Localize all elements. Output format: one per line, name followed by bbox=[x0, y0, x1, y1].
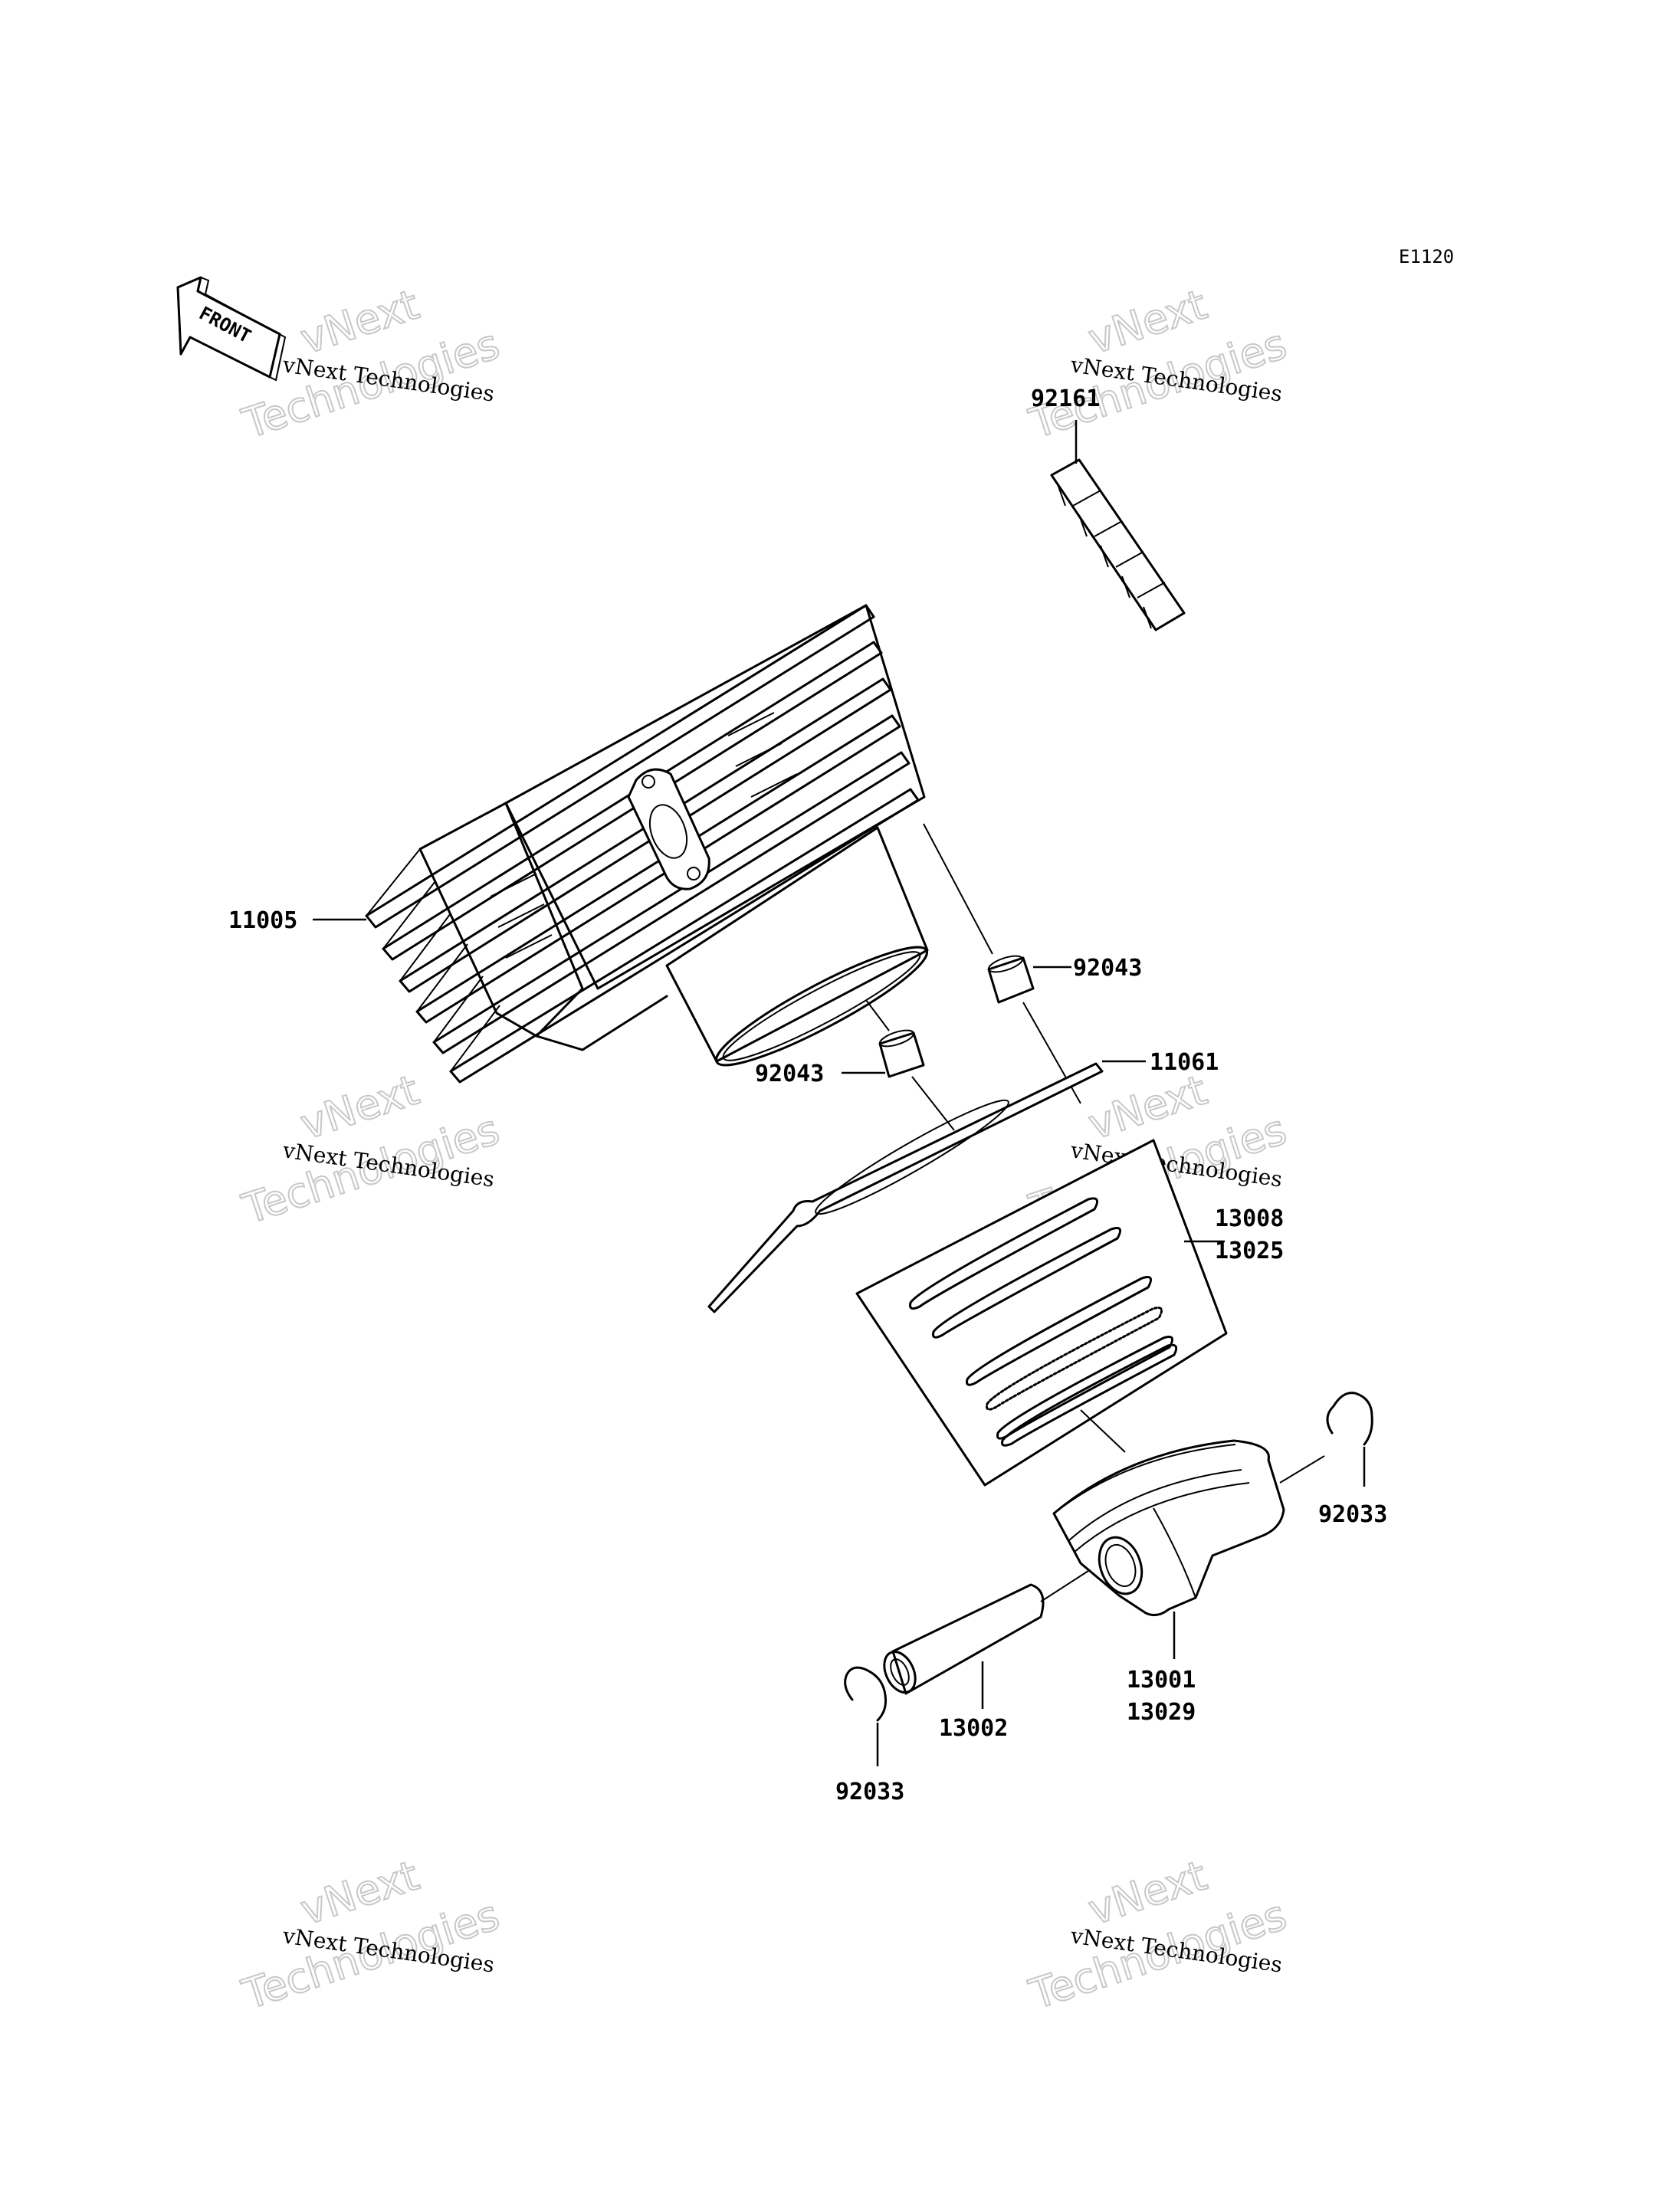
circlip-right bbox=[1326, 1392, 1373, 1487]
label-11061: 11061 bbox=[1150, 1049, 1219, 1076]
diagram-code: E1120 bbox=[1399, 246, 1454, 267]
label-92043-right: 92043 bbox=[1073, 955, 1142, 982]
dowel-pin-right bbox=[923, 823, 1081, 1104]
label-13025: 13025 bbox=[1215, 1238, 1284, 1264]
watermark-bottom-right: vNext Technologies vNext Technologies bbox=[1023, 1851, 1293, 2020]
front-arrow-icon: FRONT bbox=[176, 276, 287, 382]
circlip-left bbox=[844, 1666, 887, 1766]
label-13029: 13029 bbox=[1127, 1699, 1196, 1726]
tube-part bbox=[1050, 420, 1186, 631]
watermark-top-left: vNext Technologies vNext Technologies bbox=[236, 280, 506, 449]
label-92043-left: 92043 bbox=[755, 1061, 824, 1087]
label-92161: 92161 bbox=[1031, 385, 1100, 412]
piston-pin bbox=[883, 1570, 1089, 1709]
cylinder-part bbox=[313, 604, 929, 1084]
cylinder-gasket bbox=[707, 1060, 1146, 1313]
dowel-pin-left bbox=[842, 999, 955, 1131]
label-13001: 13001 bbox=[1127, 1667, 1196, 1694]
label-13008: 13008 bbox=[1215, 1205, 1284, 1232]
label-13002: 13002 bbox=[939, 1715, 1008, 1742]
piston-part bbox=[1052, 1439, 1325, 1659]
piston-ring-set bbox=[855, 1139, 1228, 1487]
watermark-bottom-left: vNext Technologies vNext Technologies bbox=[236, 1851, 506, 2020]
watermark-mid-left: vNext Technologies vNext Technologies bbox=[236, 1065, 506, 1235]
label-92033-right: 92033 bbox=[1318, 1501, 1387, 1528]
label-11005: 11005 bbox=[228, 907, 297, 934]
label-92033-left: 92033 bbox=[835, 1779, 904, 1805]
watermark-top-right: vNext Technologies vNext Technologies bbox=[1023, 280, 1293, 449]
